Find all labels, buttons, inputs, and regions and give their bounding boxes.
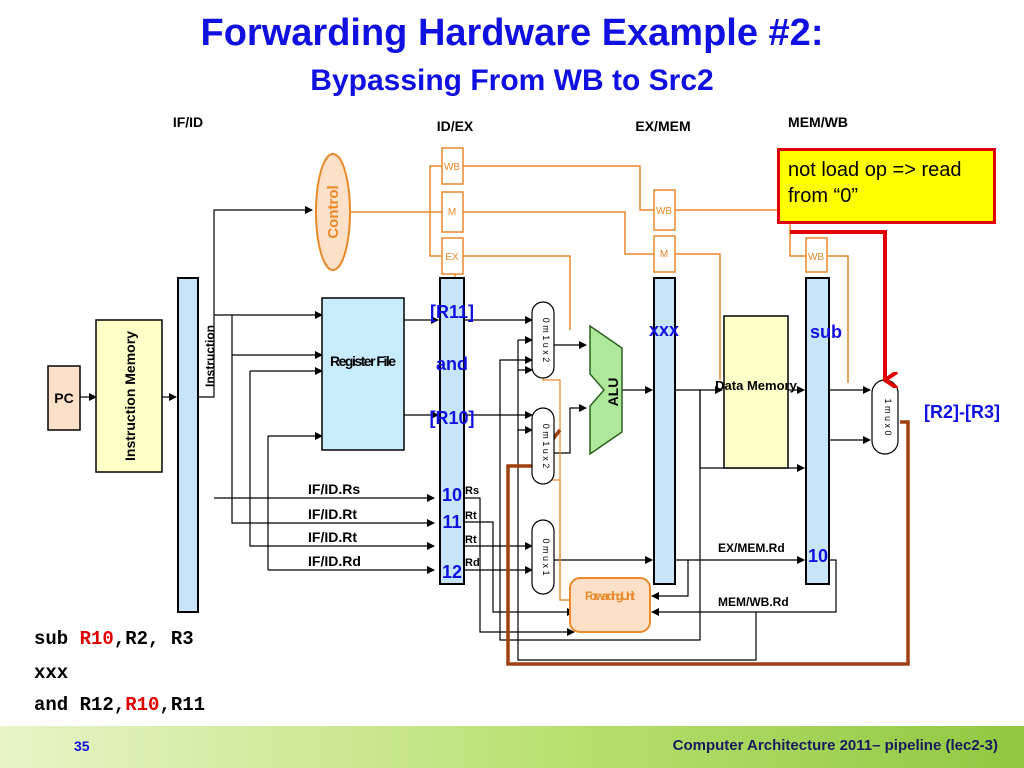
control-unit (315, 153, 351, 271)
value-and: and (436, 354, 468, 374)
field-label-rs: IF/ID.Rs (308, 481, 360, 497)
id-ex-register (439, 277, 465, 585)
code-line-1-post: ,R2, R3 (113, 628, 194, 650)
instruction-memory-label: Instruction Memory (122, 331, 138, 461)
ex-mem-m-field (653, 235, 676, 273)
mem-wb-register (805, 277, 830, 585)
value-xxx: xxx (649, 320, 679, 340)
code-line-3-register: R10 (125, 694, 160, 716)
note-arrow (790, 230, 885, 380)
value-r11: [R11] (430, 302, 474, 322)
alu-label: ALU (605, 378, 621, 407)
mux-alu-input1-label: 0 m 1 u x 2 (541, 318, 551, 363)
slide-subtitle: Bypassing From WB to Src2 (310, 64, 714, 97)
mux-writeback-label: 1 m u x 0 (883, 398, 893, 435)
stage-label-if-id: IF/ID (173, 114, 203, 130)
pc-box (47, 365, 81, 431)
field-label-rt1: IF/ID.Rt (308, 506, 357, 522)
mux-alu-input2 (531, 407, 555, 485)
id-ex-ex-field (441, 237, 464, 275)
datapath-wires (80, 206, 871, 661)
slide-title: Forwarding Hardware Example #2: (200, 12, 824, 54)
register-file (321, 297, 405, 451)
ex-mem-wb-label: WB (656, 206, 672, 217)
if-id-register (177, 277, 199, 613)
mux-dest-reg (531, 519, 555, 595)
id-ex-m-label: M (448, 207, 456, 218)
ex-mem-wb-field (653, 189, 676, 231)
field-label-rd: IF/ID.Rd (308, 553, 361, 569)
id-ex-ex-label: EX (445, 252, 459, 263)
mux-alu-input1 (531, 301, 555, 379)
code-line-2: xxx (34, 662, 69, 684)
field-label-rt2: IF/ID.Rt (308, 529, 357, 545)
reg-tag-rs: Rs (465, 485, 479, 497)
course-title: Computer Architecture 2011– pipeline (le… (672, 737, 998, 754)
id-ex-wb-field (441, 147, 464, 185)
register-file-label: Register File (330, 353, 396, 369)
note-box: not load op => read from “0” (777, 148, 996, 224)
mem-wb-wb-label: WB (808, 252, 824, 263)
reg-tag-rt2: Rt (465, 534, 477, 546)
ex-mem-m-label: M (660, 249, 668, 260)
code-line-1: sub R10,R2, R3 (34, 628, 194, 650)
id-ex-m-field (441, 191, 464, 233)
code-line-3: and R12,R10,R11 (34, 694, 205, 716)
forwarding-path (506, 420, 910, 666)
reg-number-rs: 10 (442, 485, 462, 505)
signal-label-ex-mem-rd: EX/MEM.Rd (718, 541, 785, 555)
code-line-3-post: ,R11 (159, 694, 206, 716)
alu (589, 324, 623, 456)
footer-bar: 35 Computer Architecture 2011– pipeline … (0, 726, 1024, 768)
mux-alu-input2-label: 0 m 1 u x 2 (541, 424, 551, 469)
data-memory (723, 315, 789, 469)
code-line-1-register: R10 (79, 628, 114, 650)
pc-label: PC (54, 390, 73, 406)
signal-label-mem-wb-rd: MEM/WB.Rd (718, 595, 789, 609)
data-memory-label: Data Memory (715, 378, 797, 393)
value-sub: sub (810, 322, 842, 342)
mem-wb-wb-field (805, 237, 828, 273)
stage-label-id-ex: ID/EX (437, 118, 474, 134)
code-line-3-pre: and R12, (34, 694, 126, 716)
reg-number-rd: 12 (442, 562, 462, 582)
code-line-1-pre: sub (34, 628, 80, 650)
ex-mem-register (653, 277, 676, 585)
reg-tag-rt1: Rt (465, 510, 477, 522)
instruction-memory (95, 319, 163, 473)
page-number: 35 (74, 738, 90, 754)
stage-label-mem-wb: MEM/WB (788, 114, 848, 130)
value-r10: [R10] (429, 408, 474, 428)
mux-dest-reg-label: 0 m u x 1 (541, 538, 551, 575)
stage-label-ex-mem: EX/MEM (635, 118, 690, 134)
control-label: Control (325, 185, 342, 238)
value-result: [R2]-[R3] (924, 402, 1000, 422)
reg-tag-rd: Rd (465, 557, 480, 569)
forwarding-unit-label: Forwarding Unit (585, 589, 635, 603)
forwarding-unit (569, 577, 651, 633)
reg-number-mem-wb-rd: 10 (808, 546, 828, 566)
id-ex-wb-label: WB (444, 162, 460, 173)
reg-number-rt: 11 (442, 512, 461, 532)
instruction-label: Instruction (203, 325, 217, 387)
control-wires (333, 165, 849, 383)
